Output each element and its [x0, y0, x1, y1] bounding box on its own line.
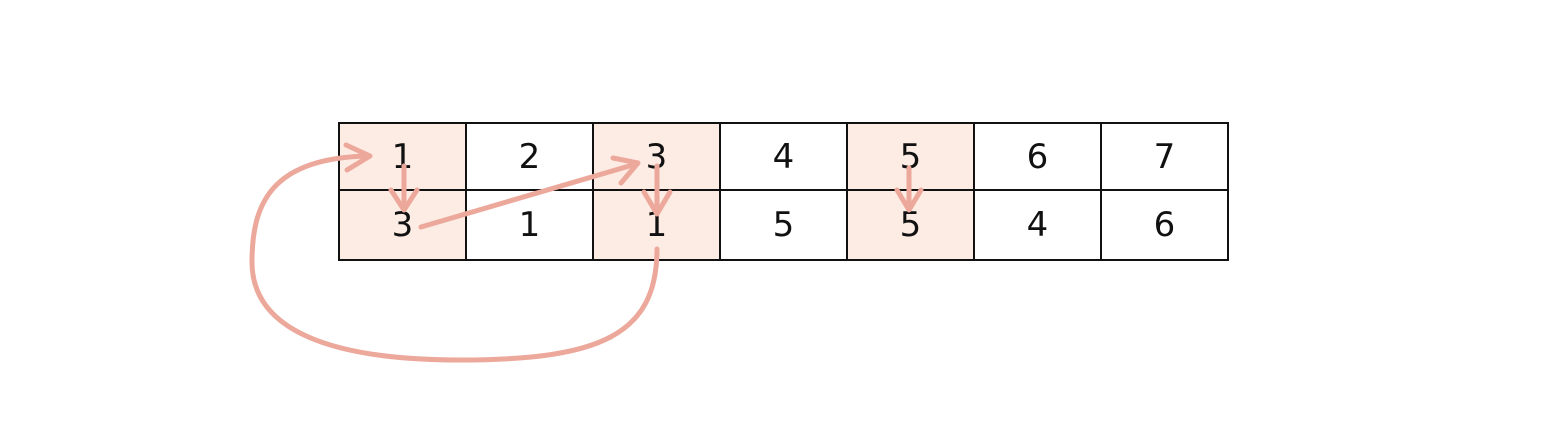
top-cell-6: 6 [1027, 137, 1049, 177]
bottom-cell-3: 1 [646, 205, 668, 245]
table-grid [338, 122, 1229, 261]
arrow-down-column-3-head [641, 189, 673, 217]
bottom-cell-6: 4 [1027, 205, 1049, 245]
arrow-down-column-5-head [894, 187, 924, 213]
bottom-cell-1: 3 [392, 205, 414, 245]
bottom-cell-7: 6 [1154, 205, 1176, 245]
arrow-down-column-1-head [388, 187, 420, 213]
bottom-cell-4: 5 [773, 205, 795, 245]
bottom-row: 3 1 1 5 5 4 6 [392, 205, 1176, 245]
top-cell-4: 4 [773, 137, 795, 177]
cycle-arrows [249, 142, 924, 363]
arrow-diagonal-head [610, 155, 641, 186]
top-cell-1: 1 [392, 137, 414, 177]
top-cell-2: 2 [519, 137, 541, 177]
top-cell-5: 5 [900, 137, 922, 177]
arrow-loop-back-head [343, 142, 373, 173]
arrow-diagonal-to-column-3 [418, 161, 639, 230]
table-border [338, 122, 1229, 261]
bottom-cell-5: 5 [900, 205, 922, 245]
top-cell-3: 3 [646, 137, 668, 177]
bottom-cell-2: 1 [519, 205, 541, 245]
arrow-loop-back [249, 153, 660, 363]
top-row: 1 2 3 4 5 6 7 [392, 137, 1176, 177]
top-cell-7: 7 [1154, 137, 1176, 177]
